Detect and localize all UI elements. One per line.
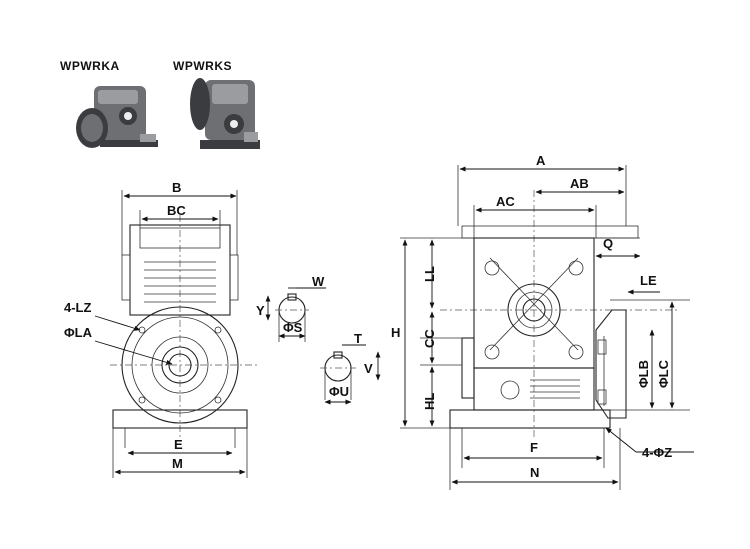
shaft-detail-input [320,351,356,400]
dim-w: W [312,274,325,289]
dim-ab: AB [570,176,589,191]
dim-ac: AC [496,194,515,209]
dim-q: Q [603,236,613,251]
dim-bc: BC [167,203,186,218]
photo-wpwrks [190,78,260,149]
side-view [400,165,690,440]
photo-wpwrka [76,86,158,148]
dim-m: M [172,456,183,471]
dim-s: ΦS [283,320,303,335]
dim-le: LE [640,273,657,288]
dim-la: ΦLA [64,325,93,340]
dim-4-z: 4-ΦZ [642,445,672,460]
dim-lc: ΦLC [656,359,671,388]
front-view [110,190,260,448]
dim-b: B [172,180,181,195]
dim-h: H [391,325,400,340]
dim-t: T [354,331,362,346]
dim-a: A [536,153,546,168]
model-label-a: WPWRKA [60,59,120,73]
dim-4-lz: 4-LZ [64,300,92,315]
dim-hl: HL [422,393,437,410]
dim-cc: CC [422,329,437,348]
dim-y: Y [256,303,265,318]
dim-lb: ΦLB [636,360,651,388]
dim-f: F [530,440,538,455]
model-label-s: WPWRKS [173,59,232,73]
dim-n: N [530,465,539,480]
dim-ll: LL [422,266,437,282]
dim-v: V [364,361,373,376]
dim-u: ΦU [329,384,349,399]
dim-e: E [174,437,183,452]
